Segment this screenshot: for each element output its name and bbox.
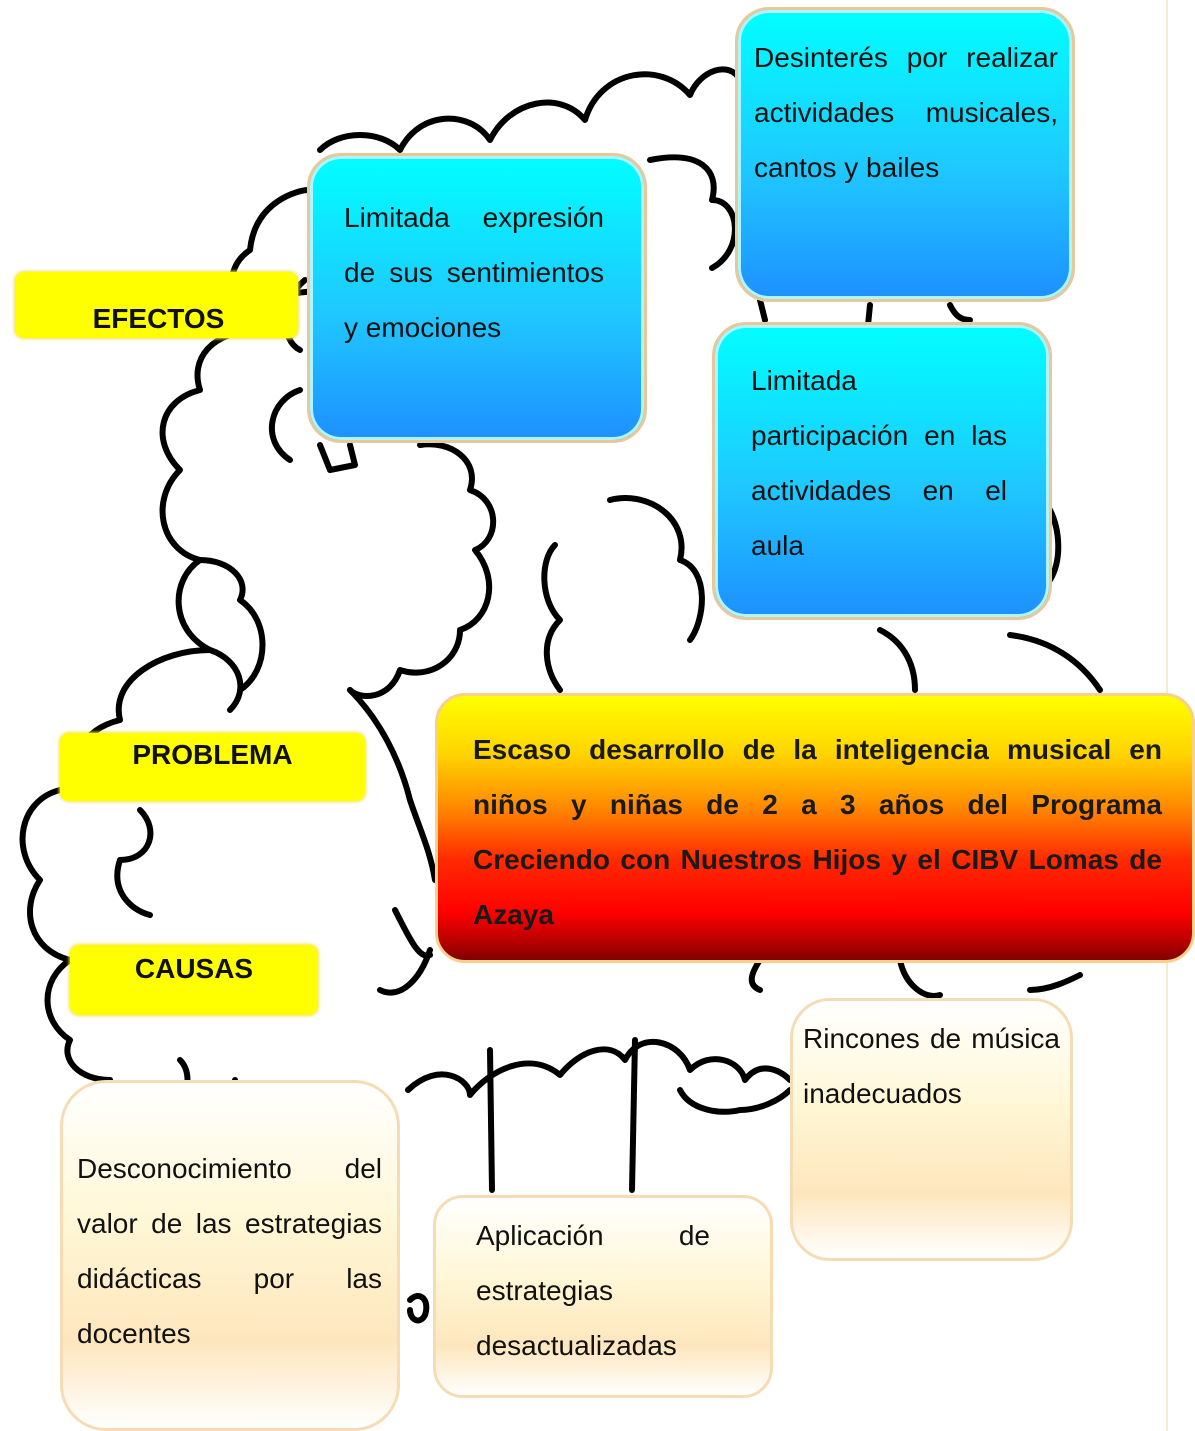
problem-label: PROBLEMA: [60, 733, 365, 801]
problem-text: Escaso desarrollo de la inteligencia mus…: [473, 734, 1162, 930]
cause-text-music-corners: Rincones de música inadecuados: [803, 1023, 1060, 1109]
effects-label-text: EFECTOS: [92, 303, 225, 334]
effects-label: EFECTOS: [15, 272, 298, 338]
causes-label: CAUSAS: [70, 945, 318, 1015]
cause-text-unawareness: Desconocimiento del valor de las estrate…: [77, 1153, 382, 1349]
cause-box-outdated-strategies: Aplicación de estrategias desactualizada…: [433, 1195, 773, 1398]
effect-box-participation: Limitada participación en las actividade…: [712, 322, 1052, 620]
cause-box-music-corners: Rincones de música inadecuados: [790, 998, 1073, 1261]
effect-text-expression: Limitada expresión de sus sentimientos y…: [344, 202, 604, 343]
problem-box: Escaso desarrollo de la inteligencia mus…: [435, 693, 1195, 963]
effect-text-participation: Limitada participación en las actividade…: [751, 365, 1007, 561]
cause-box-unawareness: Desconocimiento del valor de las estrate…: [60, 1080, 400, 1431]
effect-text-disinterest: Desinterés por realizar actividades musi…: [754, 42, 1058, 183]
causes-label-text: CAUSAS: [134, 953, 254, 984]
cause-text-outdated-strategies: Aplicación de estrategias desactualizada…: [476, 1220, 710, 1361]
effect-box-expression: Limitada expresión de sus sentimientos y…: [307, 153, 647, 443]
problem-label-text: PROBLEMA: [132, 739, 293, 770]
effect-box-disinterest: Desinterés por realizar actividades musi…: [735, 7, 1075, 302]
